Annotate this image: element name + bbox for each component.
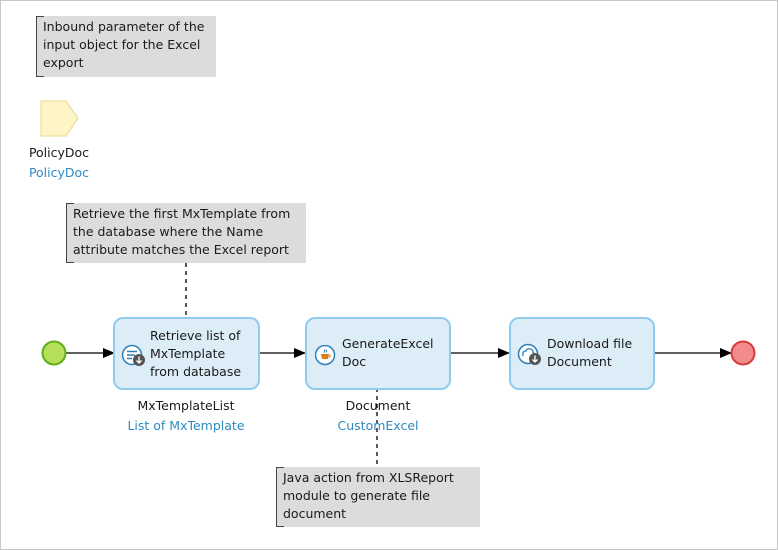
retrieve-icon (121, 344, 145, 366)
activity-generate-excel-label-text: GenerateExcelDoc (342, 336, 434, 369)
start-event[interactable] (41, 340, 67, 366)
download-file-icon (517, 343, 541, 365)
activity-retrieve-output-name: MxTemplateList (137, 398, 235, 413)
annotation-input-parameter[interactable]: Inbound parameter of the input object fo… (36, 16, 216, 77)
activity-generate-excel-label: GenerateExcelDoc (342, 335, 442, 371)
parameter-shape[interactable] (40, 100, 80, 138)
activity-retrieve-output-type: List of MxTemplate (127, 418, 245, 433)
annotation-input-parameter-text: Inbound parameter of the input object fo… (43, 19, 205, 70)
parameter-type: PolicyDoc (28, 165, 90, 180)
annotation-java-action-text: Java action from XLSReport module to gen… (283, 470, 454, 521)
java-action-icon (315, 345, 336, 366)
annotation-java-action[interactable]: Java action from XLSReport module to gen… (276, 467, 480, 527)
activity-generate-excel-output-name: Document (345, 398, 411, 413)
annotation-retrieve-text: Retrieve the first MxTemplate from the d… (73, 206, 291, 257)
activity-download-file-label: Download file Document (547, 336, 633, 369)
annotation-retrieve[interactable]: Retrieve the first MxTemplate from the d… (66, 203, 306, 263)
activity-retrieve-label: Retrieve list of MxTemplate from databas… (150, 328, 242, 379)
activity-generate-excel-output-type: CustomExcel (337, 418, 419, 433)
activity-retrieve[interactable]: Retrieve list of MxTemplate from databas… (113, 317, 260, 390)
activity-generate-excel[interactable]: GenerateExcelDoc (305, 317, 451, 390)
end-event[interactable] (730, 340, 756, 366)
parameter-name: PolicyDoc (28, 145, 90, 160)
activity-download-file[interactable]: Download file Document (509, 317, 655, 390)
